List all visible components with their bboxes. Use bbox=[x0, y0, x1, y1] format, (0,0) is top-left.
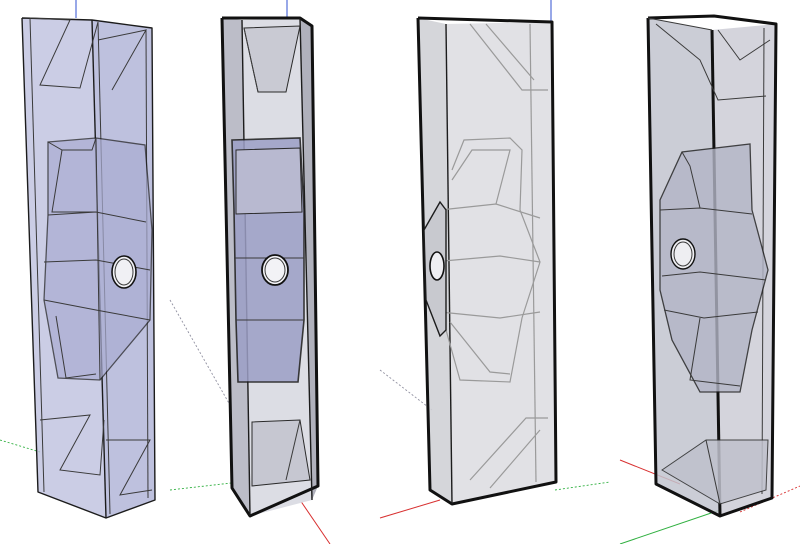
horn-shelf bbox=[439, 311, 541, 319]
horn-edge bbox=[95, 137, 101, 381]
top-brace bbox=[717, 29, 771, 61]
horn-flare bbox=[51, 149, 96, 213]
enclosure-outline bbox=[416, 16, 558, 506]
horn-shelf bbox=[663, 309, 759, 319]
bottom-brace bbox=[285, 419, 301, 481]
speaker-enclosure-model-3[interactable] bbox=[379, 0, 611, 519]
axis-line-blue bbox=[379, 369, 433, 411]
enclosure-edge bbox=[299, 17, 313, 501]
axis-line-green bbox=[554, 481, 611, 491]
axis-line-green bbox=[0, 439, 41, 453]
enclosure-edge bbox=[647, 17, 713, 31]
axis-line-blue bbox=[169, 299, 251, 441]
axis-line-red bbox=[299, 499, 331, 544]
top-brace bbox=[485, 23, 535, 81]
bottom-brace bbox=[39, 414, 105, 476]
bottom-brace bbox=[489, 429, 541, 489]
top-brace bbox=[97, 29, 147, 91]
enclosure-back-panel bbox=[446, 22, 556, 504]
bottom-brace bbox=[251, 419, 311, 487]
top-brace bbox=[469, 23, 548, 91]
bottom-brace bbox=[106, 439, 153, 496]
speaker-enclosure-model-1[interactable] bbox=[0, 0, 251, 519]
driver-port bbox=[111, 255, 137, 289]
driver-port bbox=[670, 238, 696, 270]
driver-port bbox=[429, 251, 445, 281]
enclosure-outline bbox=[646, 14, 778, 518]
horn-flare bbox=[681, 151, 701, 209]
driver-port bbox=[114, 258, 134, 286]
horn-flare bbox=[689, 317, 741, 387]
speaker-enclosure-model-4[interactable] bbox=[619, 14, 800, 544]
bottom-brace bbox=[661, 439, 769, 505]
enclosure-edge bbox=[529, 23, 537, 483]
horn-section bbox=[445, 137, 541, 383]
horn-shelf bbox=[439, 203, 541, 219]
horn-shelf bbox=[43, 299, 151, 321]
top-brace bbox=[243, 27, 259, 93]
enclosure-front-panel bbox=[300, 18, 318, 500]
horn-shelf bbox=[661, 271, 767, 281]
horn-shelf bbox=[431, 255, 541, 263]
driver-port bbox=[673, 241, 693, 267]
enclosure-edge bbox=[445, 23, 453, 505]
horn-flare bbox=[449, 321, 511, 375]
horn-flare bbox=[451, 149, 511, 205]
axis-line-green bbox=[619, 509, 721, 544]
bottom-brace bbox=[469, 417, 548, 481]
bottom-brace bbox=[705, 439, 721, 505]
horn-shelf bbox=[47, 211, 147, 223]
horn-flare bbox=[55, 315, 97, 379]
speaker-enclosure-model-2[interactable] bbox=[169, 0, 331, 544]
horn-shelf bbox=[659, 207, 753, 215]
axis-line-red bbox=[379, 499, 441, 519]
axis-line-green bbox=[169, 481, 241, 491]
driver-port bbox=[264, 257, 286, 283]
enclosure-edge bbox=[29, 17, 45, 493]
driver-port bbox=[261, 254, 289, 286]
horn-shelf bbox=[235, 147, 303, 215]
horn-flare bbox=[47, 137, 97, 151]
top-brace bbox=[655, 23, 767, 101]
horn-section bbox=[659, 143, 769, 393]
top-brace bbox=[29, 17, 99, 89]
